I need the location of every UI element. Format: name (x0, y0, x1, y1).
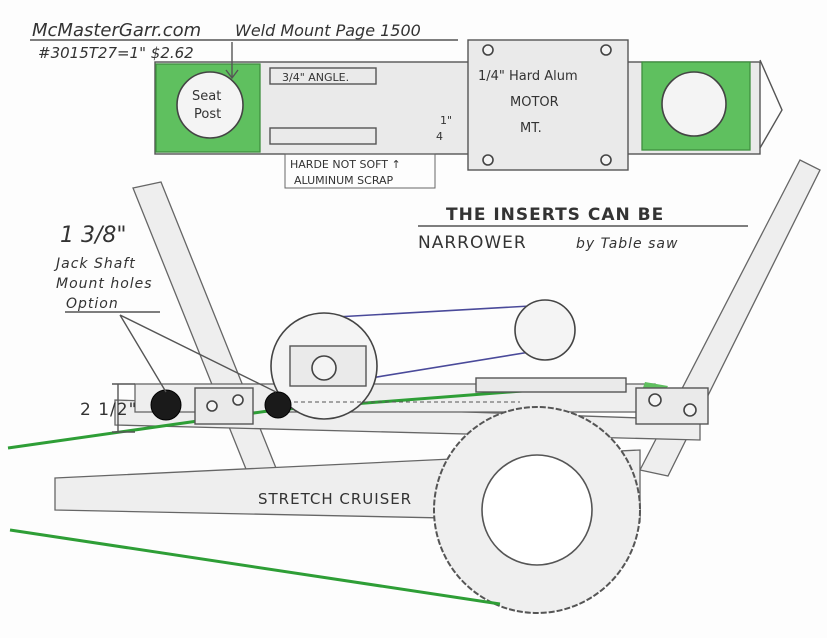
seat-label-2: Post (194, 107, 221, 122)
mount-hole-1 (206, 400, 218, 412)
chain-bottom-run (9, 528, 501, 606)
material-note-2: ALUMINUM SCRAP (294, 174, 394, 187)
seat-label-1: Seat (192, 89, 221, 104)
mount-hole-4 (683, 403, 697, 417)
inserts-line2: NARROWER (418, 233, 527, 253)
material-box (284, 153, 436, 189)
rim (481, 454, 593, 566)
right-insert-arrow (759, 59, 783, 149)
jackshaft-mounts (150, 387, 709, 425)
motor-label-2: MOTOR (510, 95, 559, 110)
right-insert-circle (661, 71, 727, 137)
top-assembly: Seat Post 3/4" ANGLE. 1/4" Hard Alum MOT… (154, 39, 783, 171)
motor-hole-3 (482, 154, 494, 166)
jackshaft-line2: Mount holes (56, 276, 153, 292)
page-ref: Weld Mount Page 1500 (235, 21, 421, 40)
angle-lower (269, 127, 377, 145)
material-note: HARDE NOT SOFT ↑ ALUMINUM SCRAP (284, 153, 436, 189)
thickness-label: 1" (440, 114, 452, 127)
motor-hole-1 (482, 44, 494, 56)
motor-plate (467, 39, 629, 171)
seat-post-circle (176, 71, 244, 139)
header: McMasterGarr.com Weld Mount Page 1500 #3… (30, 20, 458, 80)
part-arrow (225, 42, 239, 80)
height-label: 2 1/2" (80, 400, 137, 420)
rear-wheel (433, 406, 641, 614)
belt-drive (270, 299, 627, 420)
part-number: #3015T27=1" $2.62 (38, 44, 194, 62)
motor-label-1: 1/4" Hard Alum (478, 69, 578, 84)
jackshaft-size: 1 3/8" (60, 223, 127, 248)
motor-hole-2 (600, 44, 612, 56)
jackshaft-line3: Option (66, 296, 119, 312)
angle-upper (269, 67, 377, 85)
motor-hole-4 (600, 154, 612, 166)
hub-left (150, 389, 182, 421)
bike-frame: STRETCH CRUISER (54, 159, 821, 523)
dim-line (112, 383, 135, 433)
mount-hole-3 (648, 393, 662, 407)
inserts-line3: by Table saw (576, 236, 678, 252)
motor-mount-plate (475, 377, 627, 393)
motor-label-3: MT. (520, 121, 542, 136)
pillow-bore (311, 355, 337, 381)
inserts-line1: THE INSERTS CAN BE (446, 205, 664, 225)
jackshaft-note: 1 3/8" Jack Shaft Mount holes Option (53, 223, 277, 393)
frame-label: STRETCH CRUISER (258, 490, 412, 508)
small-pulley (514, 299, 576, 361)
source-label: McMasterGarr.com (32, 20, 201, 41)
left-insert-block (194, 387, 254, 425)
height-dimension: 2 1/2" (80, 383, 137, 433)
angle-label: 3/4" ANGLE. (282, 71, 349, 84)
thickness-sub: 4 (436, 130, 443, 143)
mount-hole-2 (232, 394, 244, 406)
leader-lines (65, 311, 277, 393)
material-note-1: HARDE NOT SOFT ↑ (290, 158, 401, 171)
right-insert-block (635, 387, 709, 425)
jackshaft-line1: Jack Shaft (53, 256, 136, 272)
inserts-note: THE INSERTS CAN BE NARROWER by Table saw (418, 205, 748, 253)
hub-right (264, 391, 292, 419)
